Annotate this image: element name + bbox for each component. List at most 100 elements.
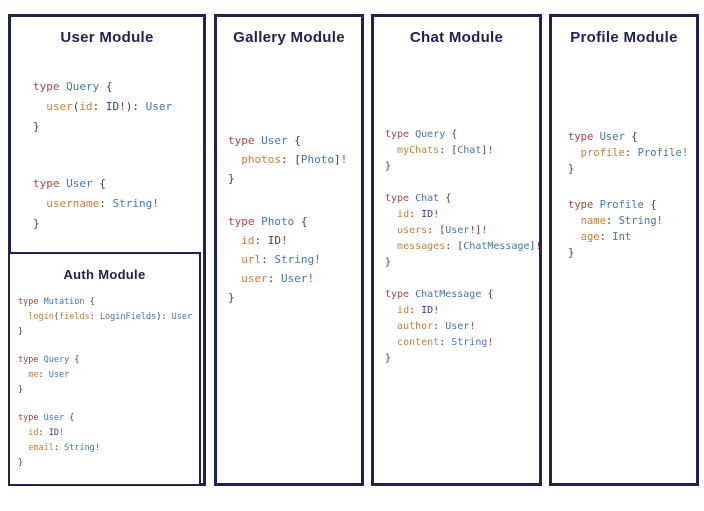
- code-token: {: [487, 289, 494, 300]
- code-token: [568, 215, 581, 227]
- code-line: }: [385, 159, 542, 175]
- code-token: name: [580, 215, 606, 227]
- code-token: [385, 241, 397, 252]
- code-token: Int: [612, 231, 632, 243]
- code-line: }: [18, 325, 192, 340]
- code-line: }: [18, 456, 192, 471]
- code-token: [385, 321, 397, 332]
- code-token: ):: [156, 312, 172, 322]
- code-token: type: [568, 131, 600, 143]
- code-token: }: [18, 327, 24, 337]
- code-block: type Mutation { login(fields: LoginField…: [18, 295, 192, 340]
- code-token: {: [89, 297, 95, 307]
- code-token: Profile: [599, 199, 651, 211]
- code-line: messages: [ChatMessage]!: [385, 239, 542, 255]
- code-token: [385, 305, 397, 316]
- code-line: }: [18, 383, 192, 398]
- code-token: :: [409, 305, 422, 316]
- profile-module-code: type User { profile: Profile!}type Profi…: [568, 129, 688, 261]
- code-token: User: [445, 225, 470, 236]
- code-token: Query: [415, 129, 452, 140]
- code-block: type Query { myChats: [Chat]!}: [385, 127, 542, 175]
- code-token: type: [385, 193, 416, 204]
- code-token: : [: [281, 153, 301, 166]
- code-token: messages: [397, 241, 446, 252]
- code-token: }: [385, 161, 392, 172]
- code-token: id: [28, 428, 39, 438]
- code-line: type User {: [568, 129, 688, 145]
- code-line: }: [568, 161, 688, 177]
- code-token: {: [445, 193, 452, 204]
- user-module-title: User Module: [60, 29, 154, 46]
- code-token: !: [469, 321, 476, 332]
- code-token: :: [605, 215, 619, 227]
- code-token: String: [64, 443, 95, 453]
- code-token: type: [18, 297, 44, 307]
- code-token: type: [228, 134, 262, 147]
- code-token: id: [397, 209, 410, 220]
- code-token: !: [152, 197, 159, 210]
- code-token: !: [487, 145, 494, 156]
- code-block: type Chat { id: ID! users: [User!]! mess…: [385, 191, 542, 271]
- code-token: type: [33, 177, 67, 190]
- code-token: [385, 209, 397, 220]
- code-line: author: User!: [385, 319, 542, 335]
- code-token: !: [469, 225, 476, 236]
- code-token: }: [228, 172, 235, 185]
- code-token: ID: [267, 234, 281, 247]
- code-token: [33, 100, 46, 113]
- code-token: {: [99, 177, 106, 190]
- code-token: !: [535, 241, 542, 252]
- code-token: :: [599, 231, 613, 243]
- code-token: ChatMessage: [463, 241, 530, 252]
- code-line: type User {: [18, 411, 192, 426]
- profile-module-title: Profile Module: [570, 29, 678, 46]
- code-token: !: [656, 215, 663, 227]
- code-token: login: [28, 312, 54, 322]
- code-token: :: [439, 337, 452, 348]
- code-token: User: [48, 370, 70, 380]
- code-token: User: [43, 413, 70, 423]
- code-token: :: [261, 253, 275, 266]
- code-token: [18, 443, 28, 453]
- code-token: !: [681, 147, 689, 159]
- code-token: }: [568, 163, 575, 175]
- code-token: (: [53, 312, 59, 322]
- code-token: id: [79, 100, 93, 113]
- code-token: [385, 337, 397, 348]
- chat-module-code: type Query { myChats: [Chat]!} type Chat …: [385, 127, 542, 367]
- code-token: :: [254, 234, 268, 247]
- code-token: !: [433, 209, 440, 220]
- code-token: Profile: [637, 147, 682, 159]
- code-block: type Query { me: User}: [18, 353, 192, 398]
- code-token: }: [18, 385, 24, 395]
- code-line: type User {: [33, 174, 172, 194]
- code-token: ID: [105, 100, 120, 113]
- code-token: :: [624, 147, 638, 159]
- code-line: }: [33, 214, 172, 234]
- code-token: {: [74, 355, 80, 365]
- code-token: {: [650, 199, 657, 211]
- code-line: id: ID!: [385, 207, 542, 223]
- code-line: type Query {: [33, 77, 172, 97]
- code-token: content: [397, 337, 440, 348]
- code-token: user: [46, 100, 73, 113]
- code-token: [568, 231, 581, 243]
- code-token: Query: [43, 355, 75, 365]
- code-block: type Profile { name: String! age: Int}: [568, 197, 688, 261]
- code-line: login(fields: LoginFields): User: [18, 310, 192, 325]
- code-token: username: [46, 197, 100, 210]
- code-token: users: [397, 225, 428, 236]
- code-token: [228, 234, 241, 247]
- code-token: ]: [529, 241, 536, 252]
- code-token: :: [92, 100, 106, 113]
- code-token: User: [145, 100, 173, 113]
- code-token: !: [119, 100, 126, 113]
- code-line: users: [User!]!: [385, 223, 542, 239]
- code-block: type User { id: ID! email: String!}: [18, 411, 192, 471]
- code-token: }: [33, 120, 40, 133]
- code-token: [228, 153, 241, 166]
- code-block: type User { profile: Profile!}: [568, 129, 688, 177]
- auth-module-title: Auth Module: [63, 267, 146, 282]
